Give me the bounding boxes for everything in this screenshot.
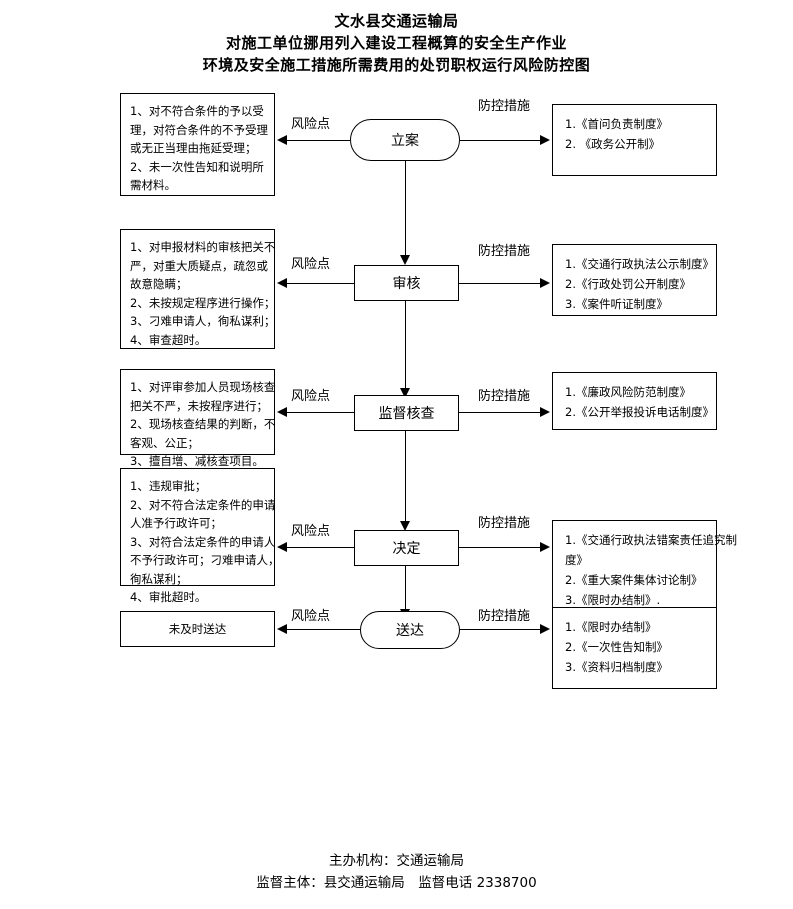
- risk-line: 故意隐瞒；: [130, 277, 188, 291]
- measure-box-4: 1.《交通行政执法错案责任追究制 度》 2.《重大案件集体讨论制》 3.《限时办…: [552, 520, 737, 608]
- risk-line: 2、未一次性告知和说明所: [130, 159, 264, 174]
- control-measure-label-5: 防控措施: [478, 609, 531, 624]
- measure-connector-5: [460, 629, 542, 630]
- risk-box-2: 1、对申报材料的审核把关不 严，对重大质疑点，疏忽或 故意隐瞒； 2、未按规定程…: [120, 229, 275, 349]
- measure-box-2: 1.《交通行政执法公示制度》 2.《行政处罚公开制度》 3.《案件听证制度》: [552, 244, 717, 316]
- risk-line: 2、未按规定程序进行操作；: [130, 295, 276, 310]
- measure-box-5: 1.《限时办结制》 2.《一次性告知制》 3.《资料归档制度》: [552, 607, 717, 689]
- flow-connector-3-4: [405, 431, 406, 521]
- measure-line: 1.《限时办结制》: [565, 620, 657, 634]
- measure-line: 2.《公开举报投诉电话制度》: [565, 405, 714, 419]
- risk-arrow-2: [277, 278, 287, 288]
- footer-line-2: 监督主体：县交通运输局 监督电话 2338700: [256, 875, 537, 891]
- process-node-2[interactable]: 审核: [354, 265, 459, 301]
- risk-connector-2: [287, 283, 354, 284]
- risk-line: 人准予行政许可；: [130, 516, 222, 530]
- footer: 主办机构：交通运输局 监督主体：县交通运输局 监督电话 2338700: [0, 850, 793, 894]
- risk-line: 客观、公正；: [130, 435, 199, 450]
- risk-line: 1、对不符合条件的予以受: [130, 104, 264, 118]
- risk-line: 理，对符合条件的不予受理: [130, 122, 268, 137]
- flow-arrow-3-4: [400, 521, 410, 531]
- measure-line: 3.《案件听证制度》: [565, 297, 668, 311]
- risk-line: 1、对评审参加人员现场核查: [130, 380, 276, 394]
- risk-point-label-3: 风险点: [291, 389, 331, 404]
- measure-arrow-2: [540, 278, 550, 288]
- risk-line: 需材料。: [130, 178, 176, 192]
- control-measure-label-3: 防控措施: [478, 389, 531, 404]
- risk-point-label-5: 风险点: [291, 609, 331, 624]
- risk-line: 把关不严，未按程序进行；: [130, 398, 268, 413]
- measure-line: 2.《一次性告知制》: [565, 640, 668, 654]
- measure-box-3: 1.《廉政风险防范制度》 2.《公开举报投诉电话制度》: [552, 372, 717, 430]
- risk-point-label-1: 风险点: [291, 117, 331, 132]
- risk-line: 4、审批超时。: [130, 590, 207, 604]
- risk-arrow-3: [277, 407, 287, 417]
- control-measure-label-2: 防控措施: [478, 244, 531, 259]
- risk-line: 未及时送达: [168, 622, 227, 636]
- risk-line: 3、擅自增、减核查项目。: [130, 454, 264, 468]
- risk-line: 2、现场核查结果的判断，不: [130, 417, 276, 431]
- title-line-1: 文水县交通运输局: [334, 12, 459, 30]
- risk-line: 4、审查超时。: [130, 332, 207, 347]
- measure-arrow-4: [540, 542, 550, 552]
- measure-connector-1: [460, 140, 542, 141]
- measure-line: 2.《重大案件集体讨论制》: [565, 573, 703, 587]
- measure-line: 3.《资料归档制度》: [565, 660, 668, 674]
- risk-line: 徇私谋利；: [130, 571, 188, 586]
- risk-line: 严，对重大质疑点，疏忽或: [130, 258, 268, 273]
- risk-arrow-1: [277, 135, 287, 145]
- flow-arrow-1-2: [400, 255, 410, 265]
- measure-line: 1.《交通行政执法公示制度》: [565, 257, 714, 271]
- risk-connector-5: [287, 629, 360, 630]
- risk-point-label-2: 风险点: [291, 257, 331, 272]
- flow-connector-2-3: [405, 301, 406, 388]
- measure-arrow-3: [540, 407, 550, 417]
- risk-line: 1、对申报材料的审核把关不: [130, 240, 276, 254]
- measure-box-1: 1.《首问负责制度》 2. 《政务公开制》: [552, 104, 717, 176]
- risk-line: 不予行政许可；刁难申请人，: [130, 553, 280, 567]
- risk-arrow-4: [277, 542, 287, 552]
- risk-box-1: 1、对不符合条件的予以受 理，对符合条件的不予受理 或无正当理由拖延受理； 2、…: [120, 93, 275, 196]
- title-line-3: 环境及安全施工措施所需费用的处罚职权运行风险防控图: [202, 56, 591, 74]
- measure-connector-2: [459, 283, 542, 284]
- control-measure-label-1: 防控措施: [478, 99, 531, 114]
- measure-line: 2. 《政务公开制》: [565, 137, 661, 151]
- page-title: 文水县交通运输局 对施工单位挪用列入建设工程概算的安全生产作业 环境及安全施工措…: [0, 10, 793, 76]
- measure-connector-3: [459, 412, 542, 413]
- measure-arrow-1: [540, 135, 550, 145]
- measure-line: 3.《限时办结制》.: [565, 593, 661, 607]
- measure-line: 1.《廉政风险防范制度》: [565, 385, 691, 399]
- process-node-5[interactable]: 送达: [360, 611, 460, 649]
- flow-connector-1-2: [405, 161, 406, 255]
- process-node-1[interactable]: 立案: [350, 119, 460, 161]
- risk-line: 2、对不符合法定条件的申请: [130, 497, 276, 512]
- risk-box-3: 1、对评审参加人员现场核查 把关不严，未按程序进行； 2、现场核查结果的判断，不…: [120, 369, 276, 468]
- risk-connector-1: [287, 140, 350, 141]
- control-measure-label-4: 防控措施: [478, 516, 531, 531]
- risk-line: 或无正当理由拖延受理；: [130, 141, 257, 155]
- measure-connector-4: [459, 547, 542, 548]
- risk-line: 1、违规审批；: [130, 479, 207, 493]
- measure-line: 2.《行政处罚公开制度》: [565, 277, 691, 291]
- measure-line: 度》: [565, 553, 588, 567]
- risk-point-label-4: 风险点: [291, 524, 331, 539]
- risk-box-4: 1、违规审批； 2、对不符合法定条件的申请 人准予行政许可； 3、对符合法定条件…: [120, 468, 280, 604]
- process-node-3[interactable]: 监督核查: [354, 395, 459, 431]
- flow-arrow-2-3: [400, 388, 410, 398]
- title-line-2: 对施工单位挪用列入建设工程概算的安全生产作业: [225, 34, 567, 52]
- footer-line-1: 主办机构：交通运输局: [329, 853, 464, 869]
- measure-line: 1.《首问负责制度》: [565, 117, 668, 131]
- measure-arrow-5: [540, 624, 550, 634]
- risk-connector-4: [287, 547, 354, 548]
- flow-connector-4-5: [405, 566, 406, 609]
- risk-box-5: 未及时送达: [120, 611, 275, 647]
- process-node-4[interactable]: 决定: [354, 530, 459, 566]
- risk-line: 3、对符合法定条件的申请人: [130, 534, 276, 549]
- risk-connector-3: [287, 412, 354, 413]
- risk-arrow-5: [277, 624, 287, 634]
- measure-line: 1.《交通行政执法错案责任追究制: [565, 533, 737, 547]
- risk-line: 3、刁难申请人，徇私谋利；: [130, 314, 276, 328]
